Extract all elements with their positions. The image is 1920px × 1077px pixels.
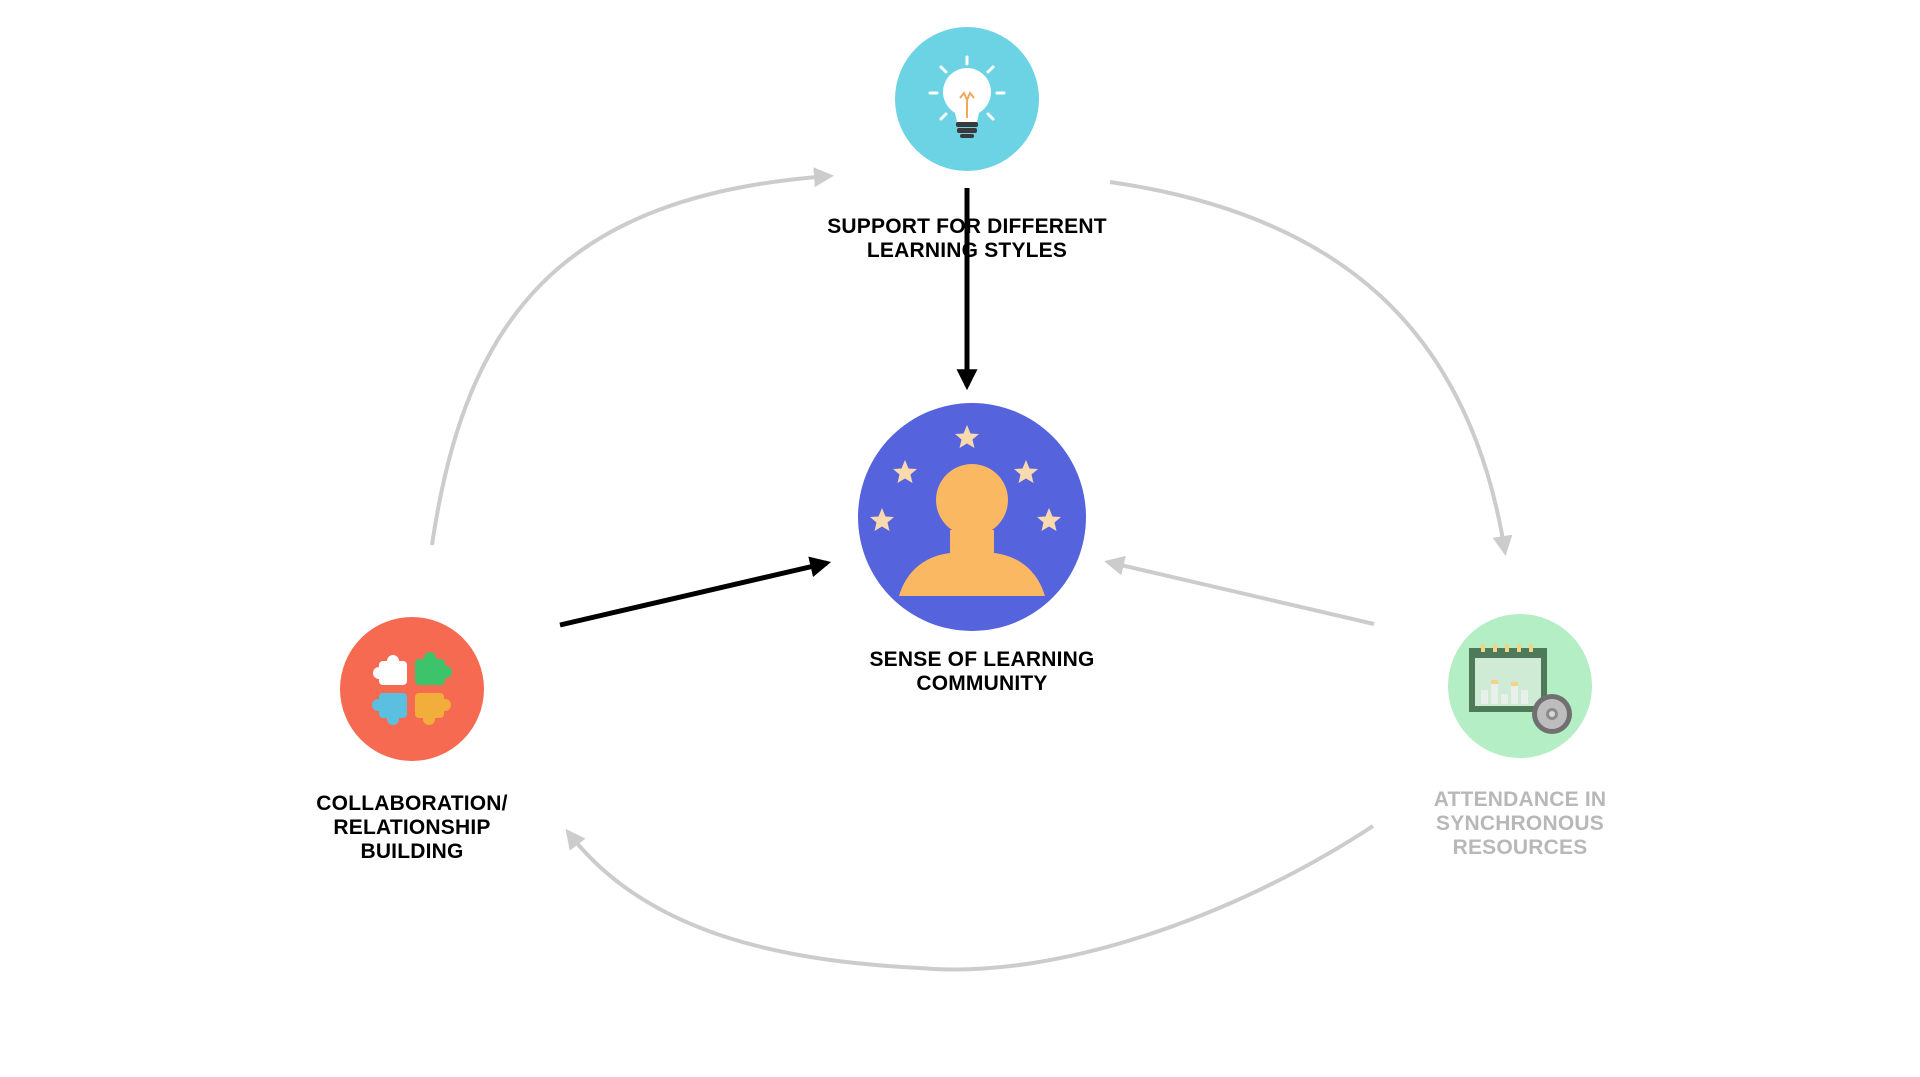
support-label-line-2: LEARNING STYLES xyxy=(866,239,1068,262)
community-label-line-1: SENSE OF LEARNING xyxy=(869,648,1095,671)
cycle-arrow-support-to-attendance xyxy=(1109,180,1513,556)
cycle-arrow-attendance-to-collaboration xyxy=(565,824,1375,972)
node-attendance xyxy=(1448,614,1592,758)
attendance-label-line-2: SYNCHRONOUS xyxy=(1436,812,1604,835)
arrow-collaboration-to-community xyxy=(559,556,832,628)
community-label: SENSE OF LEARNING COMMUNITY xyxy=(782,648,1182,696)
person-stars-icon xyxy=(870,425,1061,596)
collaboration-label-line-2: RELATIONSHIP xyxy=(333,816,491,839)
collaboration-label-line-1: COLLABORATION/ xyxy=(316,792,508,815)
collaboration-label: COLLABORATION/ RELATIONSHIP BUILDING xyxy=(262,792,562,864)
node-support xyxy=(895,27,1039,171)
attendance-label-line-1: ATTENDANCE IN xyxy=(1433,788,1607,811)
arrow-attendance-to-community xyxy=(1104,555,1375,626)
puzzle-pieces-icon xyxy=(372,652,452,725)
node-community xyxy=(858,403,1086,631)
lightbulb-icon xyxy=(928,55,1006,138)
collaboration-label-line-3: BUILDING xyxy=(360,840,464,863)
calendar-chart-disc-icon xyxy=(1469,644,1572,734)
attendance-label: ATTENDANCE IN SYNCHRONOUS RESOURCES xyxy=(1370,788,1670,860)
support-label: SUPPORT FOR DIFFERENT LEARNING STYLES xyxy=(767,215,1167,263)
community-label-line-2: COMMUNITY xyxy=(916,672,1048,695)
node-collaboration xyxy=(340,617,484,761)
attendance-label-line-3: RESOURCES xyxy=(1452,836,1588,859)
cycle-arrow-collaboration-to-support xyxy=(430,167,834,546)
support-label-line-1: SUPPORT FOR DIFFERENT xyxy=(827,215,1107,238)
collaboration-circle xyxy=(340,617,484,761)
